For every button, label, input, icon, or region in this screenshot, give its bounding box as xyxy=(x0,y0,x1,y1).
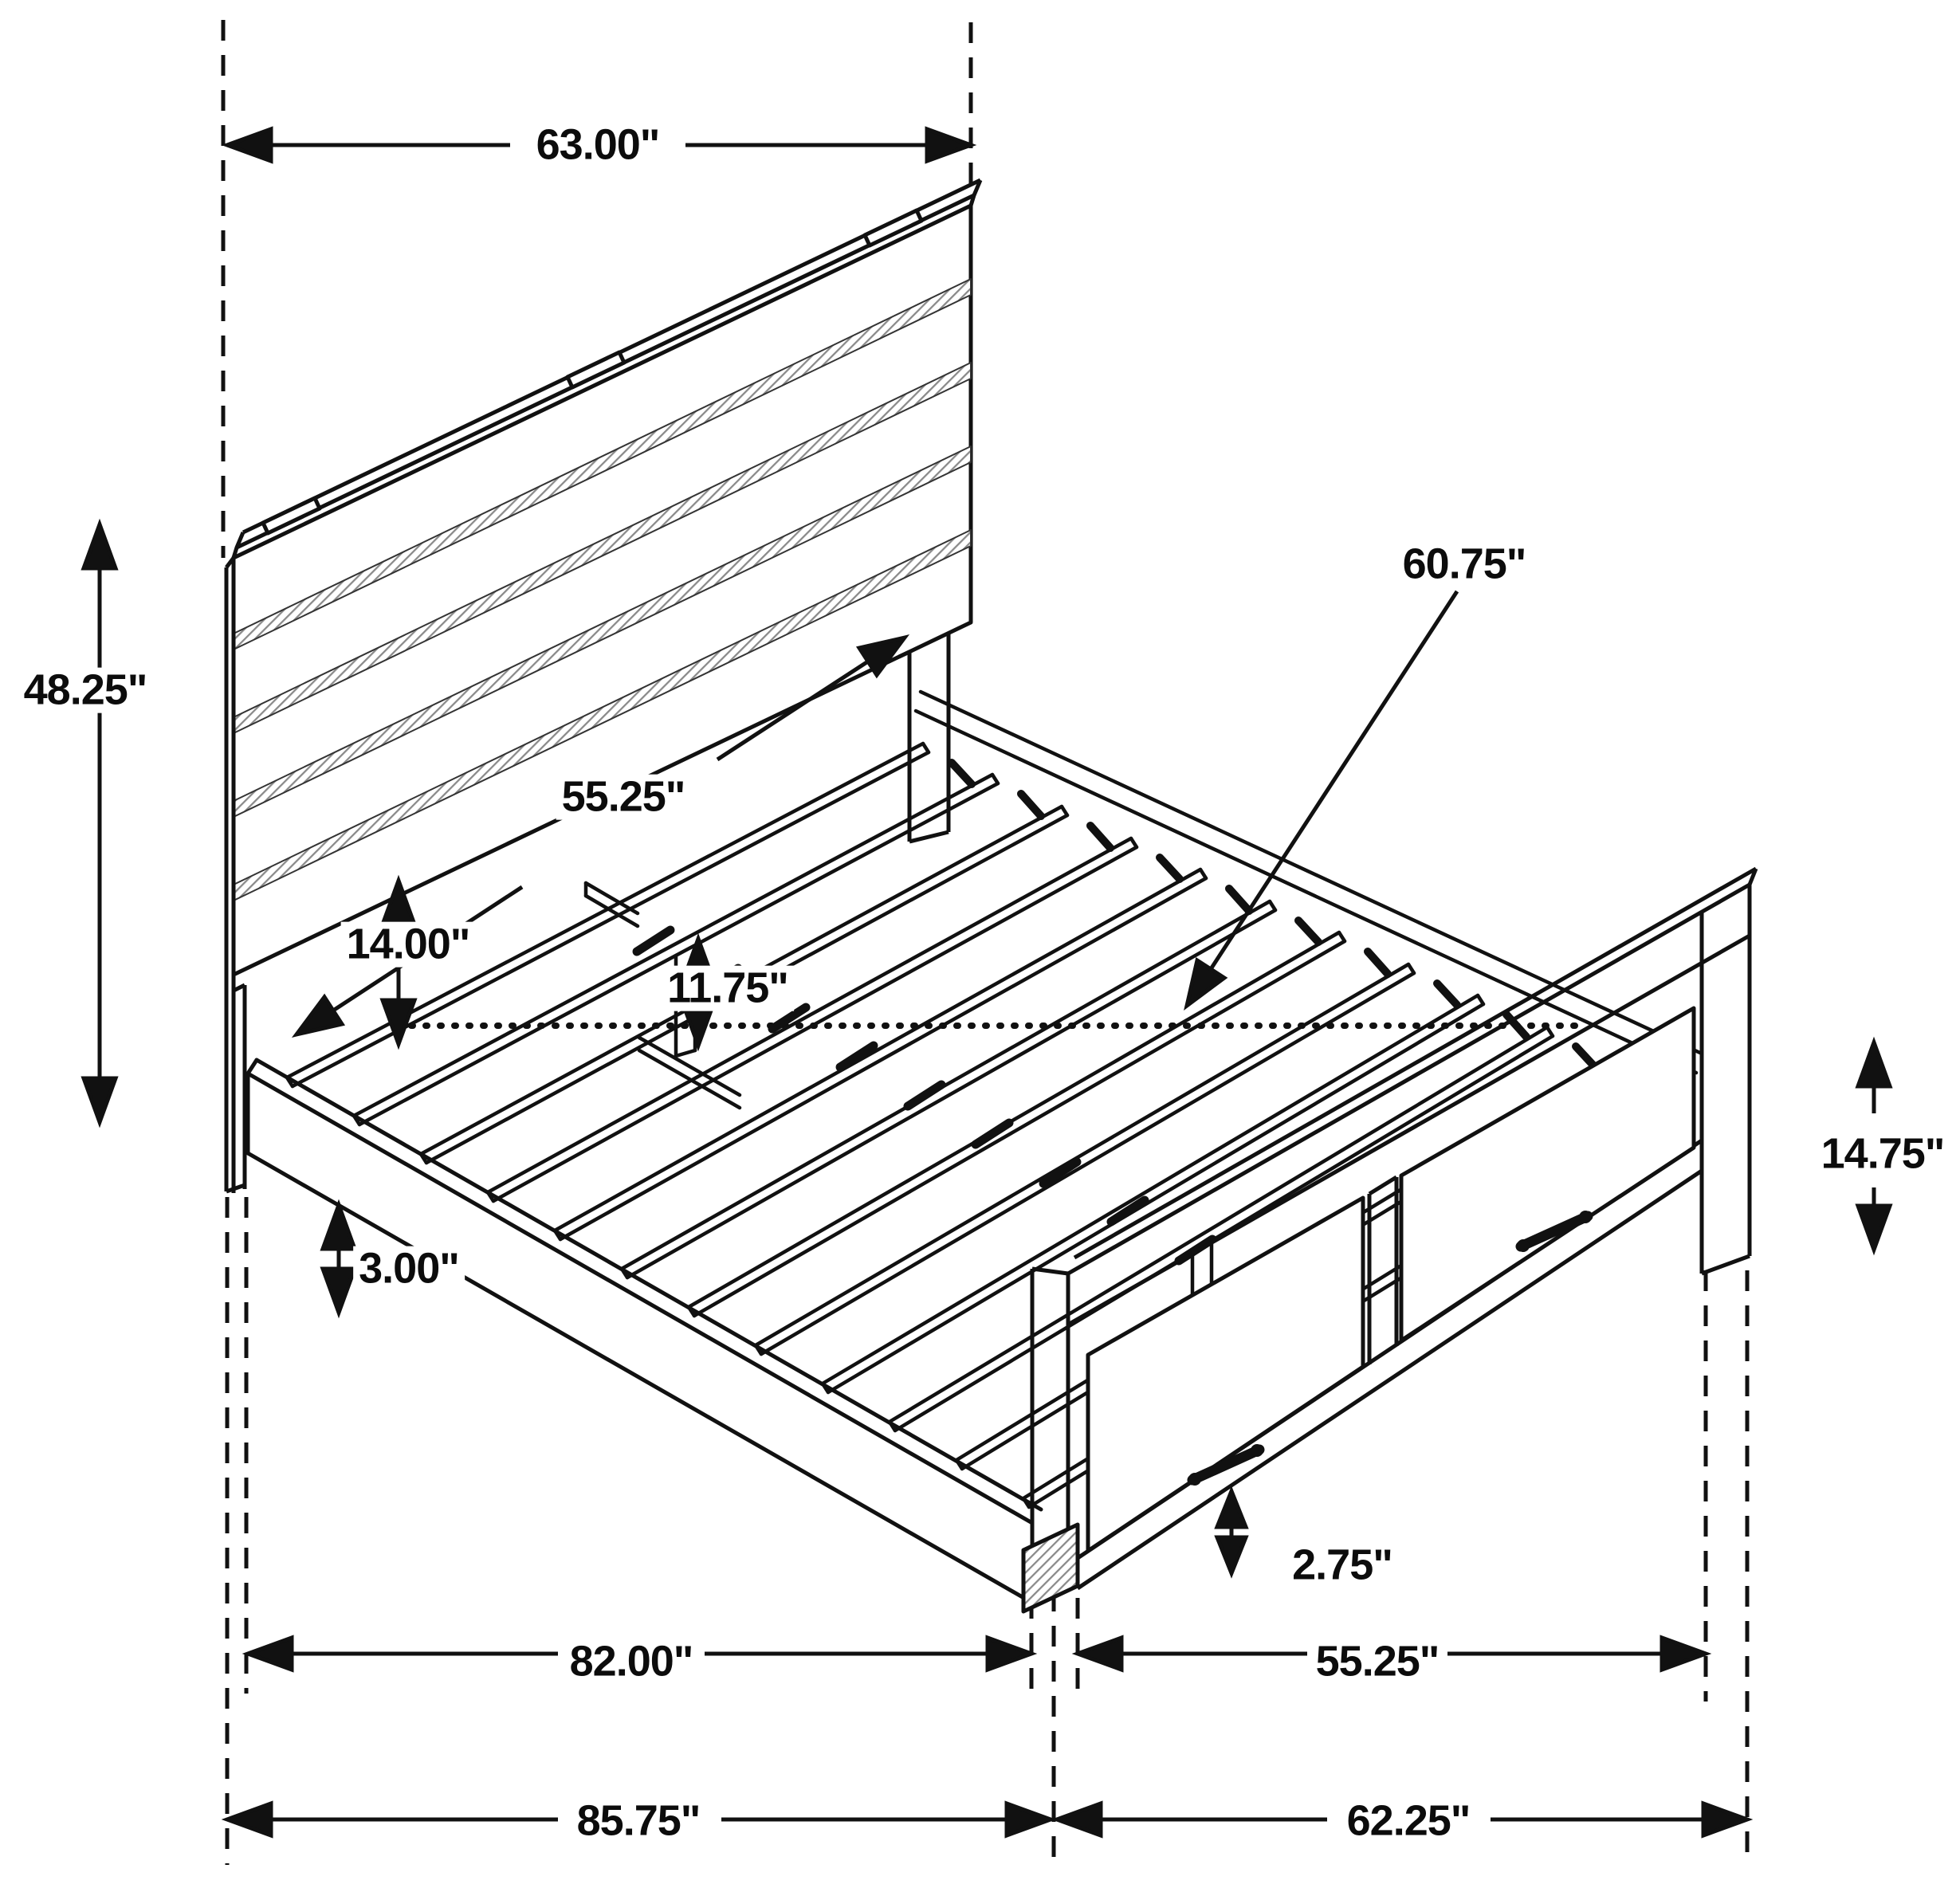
dim-footboard-height-label: 14.75" xyxy=(1815,1131,1950,1177)
reference-dashed-lines xyxy=(221,20,1750,1865)
mattress-slats xyxy=(285,741,1694,1509)
slat-end-gap-marks xyxy=(948,759,1669,1104)
headboard-plank-gaps xyxy=(233,278,972,901)
dim-footboard-height-arrow xyxy=(1855,1036,1893,1256)
footboard-left-leg xyxy=(1021,1266,1080,1614)
dim-drawer-clearance-label: 2.75" xyxy=(1286,1542,1398,1588)
dimension-arrows xyxy=(81,126,1893,1839)
dim-slat-length-label: 60.75" xyxy=(1396,541,1532,587)
dim-footboard-inner-width-label: 55.25" xyxy=(1310,1639,1445,1685)
dim-overall-width-label: 62.25" xyxy=(1341,1798,1476,1844)
drawer-handle-right xyxy=(1515,1211,1593,1252)
dim-headboard-height-label: 48.25" xyxy=(18,667,153,713)
dim-overall-width-arrow xyxy=(1051,1800,1754,1839)
dim-deck-height-label: 14.00" xyxy=(340,921,476,968)
dim-rail-clearance-arrow xyxy=(320,1199,358,1319)
drawer-front-left xyxy=(1086,1195,1365,1553)
dim-rail-clearance-label: 3.00" xyxy=(353,1246,465,1292)
dim-headboard-height-arrow xyxy=(81,518,119,1128)
drawer-handle-left xyxy=(1187,1444,1265,1486)
dim-headboard-width-label: 63.00" xyxy=(530,122,666,168)
dim-overall-length-label: 85.75" xyxy=(571,1798,706,1844)
dim-center-clearance-label: 11.75" xyxy=(662,965,794,1011)
dim-drawer-clearance-arrow xyxy=(1214,1486,1249,1579)
dim-slat-length-leader xyxy=(1184,590,1459,1011)
drawer-front-right xyxy=(1399,1006,1696,1343)
dim-overall-length-arrow xyxy=(221,1800,1057,1839)
headboard xyxy=(224,178,983,1194)
dim-inner-length-arrow xyxy=(242,1635,1038,1673)
dim-deck-height-arrow xyxy=(379,874,418,1050)
dim-inner-length-label: 82.00" xyxy=(564,1639,699,1685)
footboard-right-leg xyxy=(1699,885,1752,1276)
footboard xyxy=(1021,866,1758,1614)
dim-headboard-inner-width-label: 55.25" xyxy=(556,774,691,820)
dim-headboard-width-arrow xyxy=(221,126,977,164)
dim-footboard-inner-width-arrow xyxy=(1071,1635,1712,1673)
